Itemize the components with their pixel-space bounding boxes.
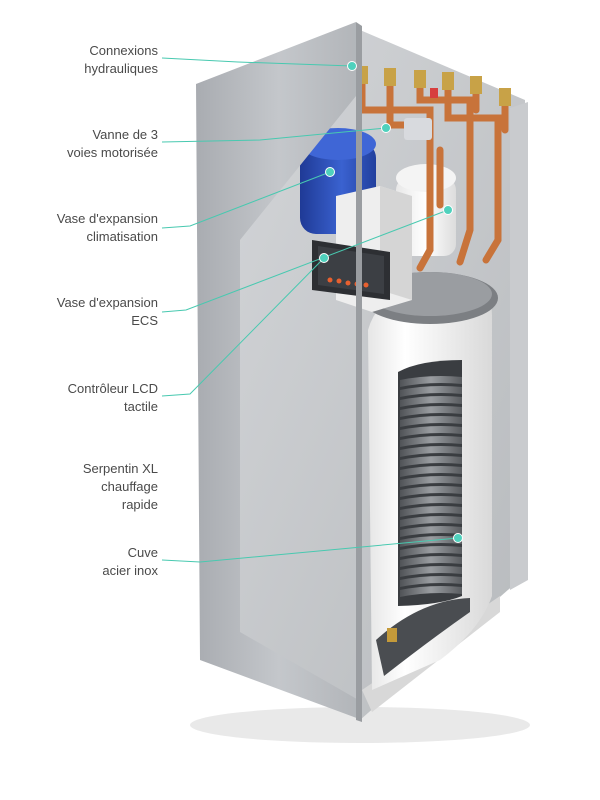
label-vase-expansion-ecs: Vase d'expansion ECS <box>0 294 158 330</box>
coil-ring <box>400 396 462 407</box>
coil-ring <box>400 426 462 437</box>
ecs-vessel-top <box>396 164 456 192</box>
coil-ring <box>400 496 462 507</box>
coil-ring <box>400 586 462 597</box>
label-line: voies motorisée <box>66 145 158 160</box>
coil-ring <box>400 466 462 477</box>
coil-ring <box>400 546 462 557</box>
label-controleur-lcd: Contrôleur LCD tactile <box>0 380 158 416</box>
label-serpentin-xl: Serpentin XL chauffage rapide <box>0 460 158 514</box>
label-line: Cuve <box>127 545 158 560</box>
marker-vanne <box>381 123 391 133</box>
coil-ring <box>400 566 462 577</box>
leader-line-cuve <box>161 537 459 563</box>
label-vase-expansion-climatisation: Vase d'expansion climatisation <box>0 210 158 246</box>
coil-ring <box>400 576 462 587</box>
marker-connexions <box>347 61 357 71</box>
label-line: Serpentin XL <box>82 461 158 476</box>
coil-ring <box>400 416 462 427</box>
leader-line-vase-ecs <box>161 209 449 313</box>
label-vanne-3-voies: Vanne de 3 voies motorisée <box>0 126 158 162</box>
right-panel <box>510 102 528 590</box>
coil-ring <box>400 436 462 447</box>
coil-ring <box>400 506 462 517</box>
coil-ring <box>400 486 462 497</box>
label-line: Vanne de 3 <box>92 127 158 142</box>
lcd-buttons <box>327 277 369 288</box>
coil-ring <box>400 556 462 567</box>
drain-fitting <box>387 628 397 642</box>
coil-ring <box>400 376 462 387</box>
marker-controleur <box>319 253 329 263</box>
leader-line-vase-clim <box>161 171 331 229</box>
label-line: chauffage <box>101 479 158 494</box>
label-line: climatisation <box>86 229 158 244</box>
label-line: tactile <box>124 399 158 414</box>
label-line: Connexions <box>89 43 158 58</box>
marker-vase-clim <box>325 167 335 177</box>
lcd-screen <box>318 246 384 294</box>
three-way-valve <box>404 118 432 140</box>
coil-ring <box>400 406 462 417</box>
marker-cuve <box>453 533 463 543</box>
coil-ring <box>400 386 462 397</box>
coil-ring <box>400 446 462 457</box>
label-line: rapide <box>121 497 158 512</box>
leader-line-connexions <box>161 57 353 67</box>
label-line: hydrauliques <box>84 61 158 76</box>
leader-line-controleur <box>161 257 325 397</box>
coil-ring <box>400 456 462 467</box>
floor-shadow <box>190 707 530 743</box>
coil <box>400 376 462 597</box>
label-line: Vase d'expansion <box>56 295 158 310</box>
label-line: acier inox <box>102 563 158 578</box>
front-casing-edge <box>356 22 362 722</box>
label-line: ECS <box>131 313 158 328</box>
tank-bottom <box>376 598 470 676</box>
front-casing-panel <box>196 22 362 720</box>
label-connexions-hydrauliques: Connexions hydrauliques <box>0 42 158 78</box>
marker-vase-ecs <box>443 205 453 215</box>
leader-line-vanne <box>161 127 387 143</box>
coil-ring <box>400 526 462 537</box>
coil-ring <box>400 476 462 487</box>
leader-lines <box>161 57 463 563</box>
label-line: Contrôleur LCD <box>67 381 158 396</box>
label-line: Vase d'expansion <box>56 211 158 226</box>
coil-ring <box>400 516 462 527</box>
label-cuve-acier-inox: Cuve acier inox <box>0 544 158 580</box>
